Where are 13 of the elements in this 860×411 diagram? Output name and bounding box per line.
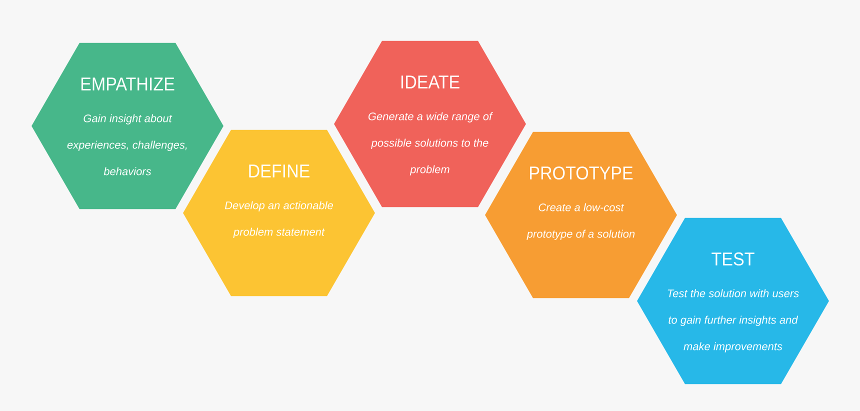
step-description: Develop an actionable problem statement [224, 201, 333, 238]
step-description: Create a low-cost prototype of a solution [526, 203, 635, 240]
step-title: TEST [712, 252, 754, 266]
hexagon [334, 40, 526, 208]
step-description: Generate a wide range of possible solutions to the problem [368, 112, 493, 176]
hexagon [32, 42, 224, 210]
step-description: Test the solution with users to gain further insights and make improvements [668, 289, 799, 352]
step-title: EMPATHIZE [81, 78, 174, 90]
step-description: Gain insight about experiences, challenges, behaviors [67, 114, 187, 176]
step-title: PROTOTYPE [530, 166, 633, 180]
step-title: DEFINE [249, 164, 310, 178]
hexagon [637, 218, 829, 384]
step-title: IDEATE [401, 76, 460, 88]
